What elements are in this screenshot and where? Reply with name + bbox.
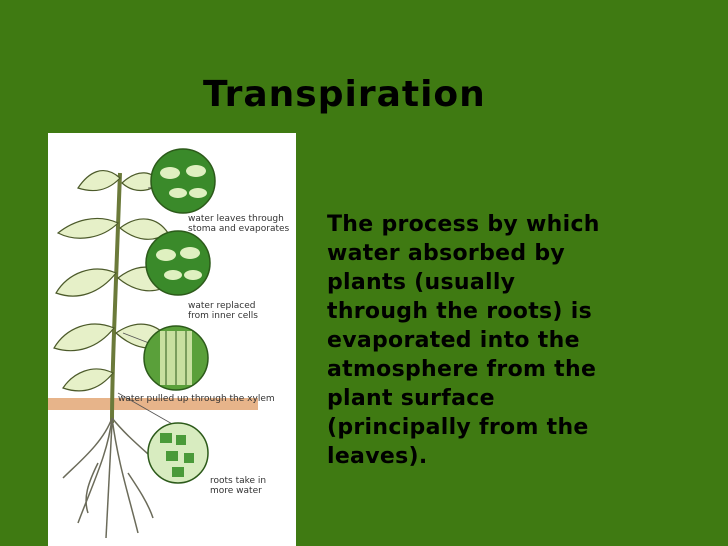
magnified-root-hairs: [147, 422, 209, 484]
definition-line: leaves).: [327, 444, 428, 469]
magnified-leaf-cells-1: [150, 148, 216, 214]
caption-stoma-1: water leaves through: [188, 214, 284, 224]
definition-line: through the roots) is: [327, 299, 592, 324]
definition-text: The process by which water absorbed by p…: [327, 210, 687, 471]
definition-line: plant surface: [327, 386, 495, 411]
caption-xylem: water pulled up through the xylem: [118, 394, 275, 404]
definition-line: evaporated into the: [327, 328, 580, 353]
roots: [62, 417, 164, 539]
magnified-xylem: [143, 325, 209, 391]
magnified-leaf-cells-2: [145, 230, 211, 296]
definition-line: water absorbed by: [327, 241, 566, 266]
caption-replaced-2: from inner cells: [188, 311, 258, 321]
definition-line: plants (usually: [327, 270, 516, 295]
caption-replaced-1: water replaced: [188, 301, 255, 311]
transpiration-diagram: water leaves through stoma and evaporate…: [48, 133, 296, 546]
definition-line: (principally from the: [327, 415, 589, 440]
plant-illustration: water leaves through stoma and evaporate…: [48, 148, 296, 546]
definition-line: The process by which: [327, 212, 600, 237]
soil-surface: [48, 398, 258, 410]
definition-line: atmosphere from the: [327, 357, 597, 382]
caption-roots-2: more water: [210, 486, 262, 496]
caption-stoma-2: stoma and evaporates: [188, 224, 290, 234]
stem: [110, 172, 122, 424]
caption-roots-1: roots take in: [210, 476, 266, 486]
slide-title: Transpiration: [203, 74, 486, 115]
